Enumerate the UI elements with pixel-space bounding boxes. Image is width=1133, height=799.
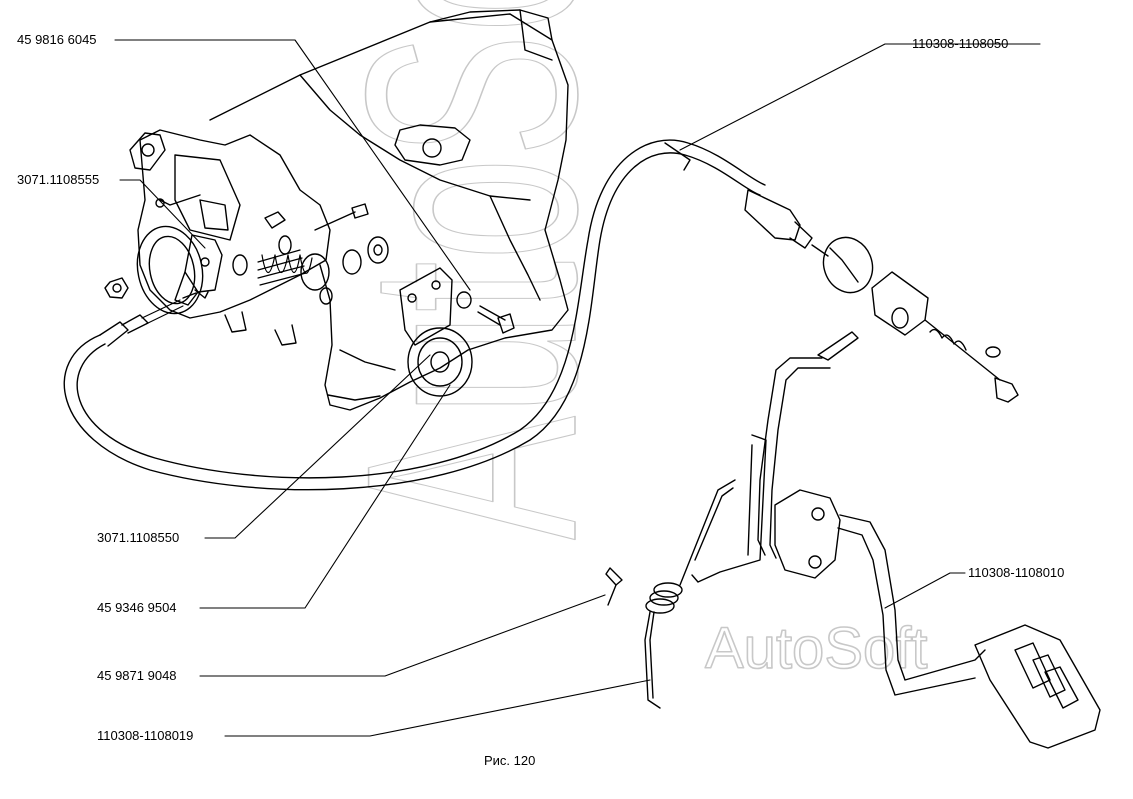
- callout-110308-1108010: 110308-1108010: [968, 565, 1065, 580]
- throttle-body: [129, 129, 331, 346]
- intake-manifold: [209, 9, 569, 411]
- callout-3071-1108550: 3071.1108550: [97, 530, 180, 545]
- watermark-small-text: AutoSoft: [705, 616, 927, 681]
- watermark-main-text: AutoSoft: [303, 0, 638, 540]
- throttle-axis-parts: [104, 203, 369, 305]
- leader-lines: [114, 39, 1041, 737]
- throttle-cable: [63, 139, 813, 491]
- figure-caption: Рис. 120: [484, 753, 536, 768]
- pedal-rod: [691, 331, 859, 583]
- cable-bracket-roller: [342, 236, 515, 397]
- callout-110308-1108050: 110308-1108050: [912, 36, 1009, 51]
- callout-45-9871-9048: 45 9871 9048: [97, 668, 177, 683]
- callout-45-9816-6045: 45 9816 6045: [17, 32, 97, 47]
- watermark: AutoSoft AutoSoft: [303, 0, 929, 682]
- callout-3071-1108555: 3071.1108555: [17, 172, 100, 187]
- cotter-pin: [605, 567, 623, 606]
- return-spring: [644, 479, 736, 709]
- throttle-lever: [174, 234, 223, 306]
- accelerator-pedal: [774, 489, 1101, 749]
- callout-110308-1108019: 110308-1108019: [97, 728, 194, 743]
- cable-end-parts: [811, 236, 1019, 403]
- callout-45-9346-9504: 45 9346 9504: [97, 600, 177, 615]
